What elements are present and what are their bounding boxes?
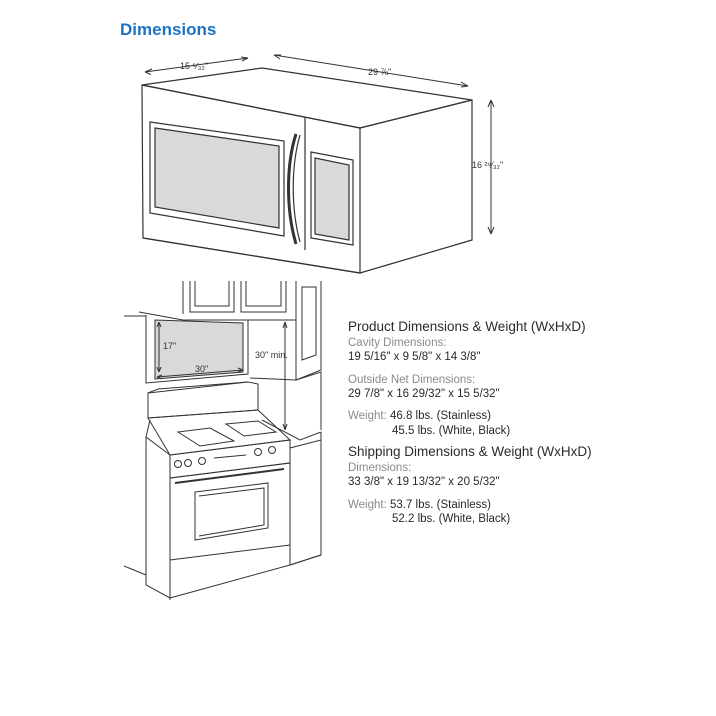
product-weight-stainless: 46.8 lbs. (Stainless) (389, 410, 491, 423)
installation-drawing (123, 281, 322, 600)
dimension-lines (144, 54, 495, 235)
product-weight-white-black: 45.5 lbs. (White, Black) (392, 424, 511, 437)
shipping-dim-value: 33 3/8" x 19 13/32" x 20 5/32" (348, 476, 500, 489)
cabinet-width-label: 30" (195, 364, 208, 374)
clearance-label: 30" min. (255, 350, 288, 360)
shipping-weight: Weight: 53.7 lbs. (Stainless) (348, 498, 678, 512)
outside-value: 29 7/8" x 16 29/32" x 15 5/32" (348, 388, 500, 400)
microwave-drawing (141, 67, 473, 274)
shipping-heading: Shipping Dimensions & Weight (WxHxD) (348, 444, 592, 460)
cavity-label: Cavity Dimensions: (348, 336, 447, 349)
page-title: Dimensions (120, 20, 217, 39)
width-label: 29 ⅞" (368, 67, 391, 77)
shipping-weight-white-black: 52.2 lbs. (White, Black) (392, 513, 511, 526)
shipping-dim-label: Dimensions: (348, 462, 412, 474)
depth-label: 15 ⁵⁄₃₂" (180, 61, 208, 71)
cavity-value: 19 5/16" x 9 5/8" x 14 3/8" (348, 351, 481, 364)
height-label: 16 ²⁹⁄₃₂" (472, 160, 503, 170)
product-weight-label: Weight: (348, 410, 387, 423)
cabinet-height-label: 17" (163, 341, 176, 351)
shipping-weight-label: Weight: (348, 498, 387, 511)
specifications-panel: Product Dimensions & Weight (WxHxD) Cavi… (348, 319, 678, 527)
product-heading: Product Dimensions & Weight (WxHxD) (348, 319, 586, 334)
outside-label: Outside Net Dimensions: (348, 373, 476, 386)
product-weight: Weight: 46.8 lbs. (Stainless) (348, 409, 678, 423)
shipping-weight-stainless: 53.7 lbs. (Stainless) (389, 498, 491, 511)
